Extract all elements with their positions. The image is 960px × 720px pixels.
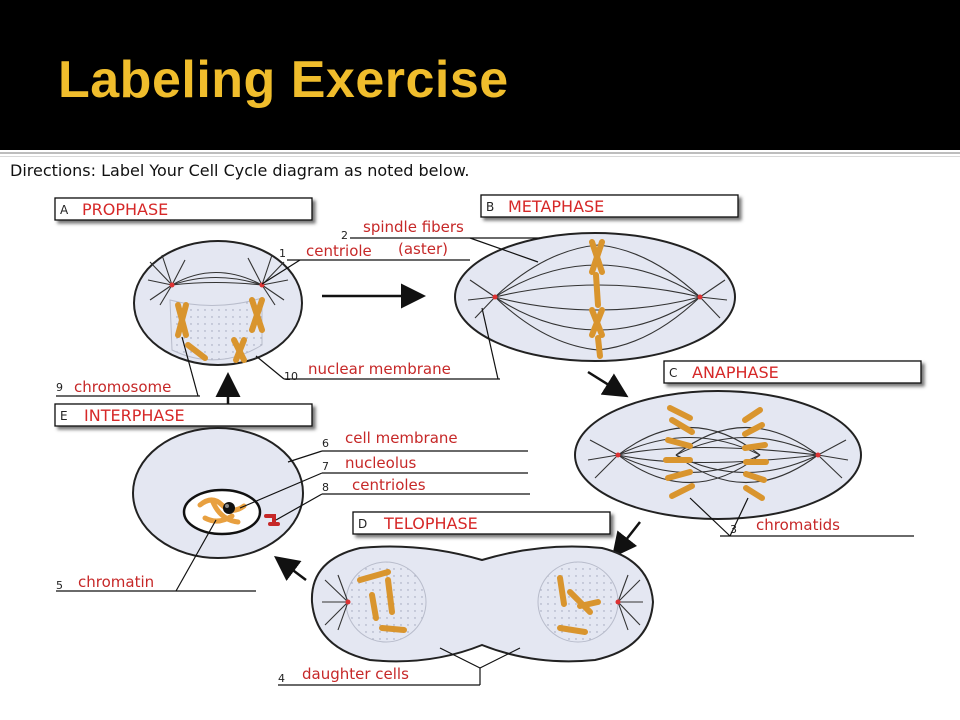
- svg-text:8: 8: [322, 481, 329, 494]
- label-centrioles: 8 centrioles: [275, 476, 530, 521]
- svg-text:9: 9: [56, 381, 63, 394]
- arrow-b-to-c: [587, 370, 629, 398]
- phase-letter: C: [669, 366, 677, 380]
- divider: [0, 152, 960, 154]
- svg-text:chromosome: chromosome: [74, 378, 171, 396]
- label-nuclear-membrane: 10 nuclear membrane: [255, 307, 500, 383]
- divider-thin: [0, 156, 960, 157]
- svg-text:(aster): (aster): [398, 240, 448, 258]
- arrow-d-to-e: [274, 556, 307, 581]
- phase-letter: D: [358, 517, 367, 531]
- phase-letter: B: [486, 200, 494, 214]
- svg-text:4: 4: [278, 672, 285, 685]
- label-cell-membrane: 6 cell membrane: [287, 429, 528, 463]
- svg-text:cell membrane: cell membrane: [345, 429, 458, 447]
- phase-letter: E: [60, 409, 68, 423]
- svg-text:chromatin: chromatin: [78, 573, 154, 591]
- slide-title: Labeling Exercise: [58, 51, 509, 109]
- arrow-c-to-d: [611, 521, 641, 558]
- svg-text:nuclear membrane: nuclear membrane: [308, 360, 451, 378]
- interphase-cell: [132, 427, 304, 559]
- svg-text:7: 7: [322, 460, 329, 473]
- label-chromosome: 9 chromosome: [56, 336, 200, 397]
- phase-box-a: A PROPHASE: [54, 197, 313, 221]
- label-daughter-cells: 4 daughter cells: [278, 647, 521, 686]
- prophase-cell: [133, 240, 303, 366]
- svg-text:10: 10: [284, 370, 298, 383]
- phase-letter: A: [60, 203, 69, 217]
- phase-name: INTERPHASE: [84, 406, 185, 425]
- phase-name: ANAPHASE: [692, 363, 779, 382]
- label-chromatin: 5 chromatin: [56, 519, 256, 592]
- svg-text:daughter cells: daughter cells: [302, 665, 409, 683]
- phase-name: PROPHASE: [82, 200, 168, 219]
- phase-name: TELOPHASE: [383, 514, 478, 533]
- phase-box-d: D TELOPHASE: [352, 511, 611, 535]
- svg-text:2: 2: [341, 229, 348, 242]
- phase-box-c: C ANAPHASE: [663, 360, 922, 384]
- phase-box-b: B METAPHASE: [480, 194, 739, 218]
- svg-text:spindle fibers: spindle fibers: [363, 218, 464, 236]
- svg-text:centrioles: centrioles: [352, 476, 426, 494]
- label-nucleolus: 7 nucleolus: [239, 454, 528, 509]
- svg-text:1: 1: [279, 247, 286, 260]
- telophase-cell: [310, 545, 655, 663]
- svg-text:6: 6: [322, 437, 329, 450]
- svg-text:nucleolus: nucleolus: [345, 454, 417, 472]
- phase-name: METAPHASE: [508, 197, 604, 216]
- anaphase-cell: [574, 390, 862, 520]
- metaphase-cell: [454, 232, 736, 362]
- label-spindle-fibers: 2 spindle fibers (aster): [341, 218, 540, 263]
- label-centriole: 1 centriole: [261, 242, 470, 285]
- phase-box-e: E INTERPHASE: [54, 403, 313, 427]
- svg-text:chromatids: chromatids: [756, 516, 840, 534]
- svg-text:5: 5: [56, 579, 63, 592]
- title-bar: Labeling Exercise: [0, 0, 960, 150]
- directions-text: Directions: Label Your Cell Cycle diagra…: [10, 161, 470, 180]
- svg-text:centriole: centriole: [306, 242, 372, 260]
- label-chromatids: 3 chromatids: [689, 497, 914, 537]
